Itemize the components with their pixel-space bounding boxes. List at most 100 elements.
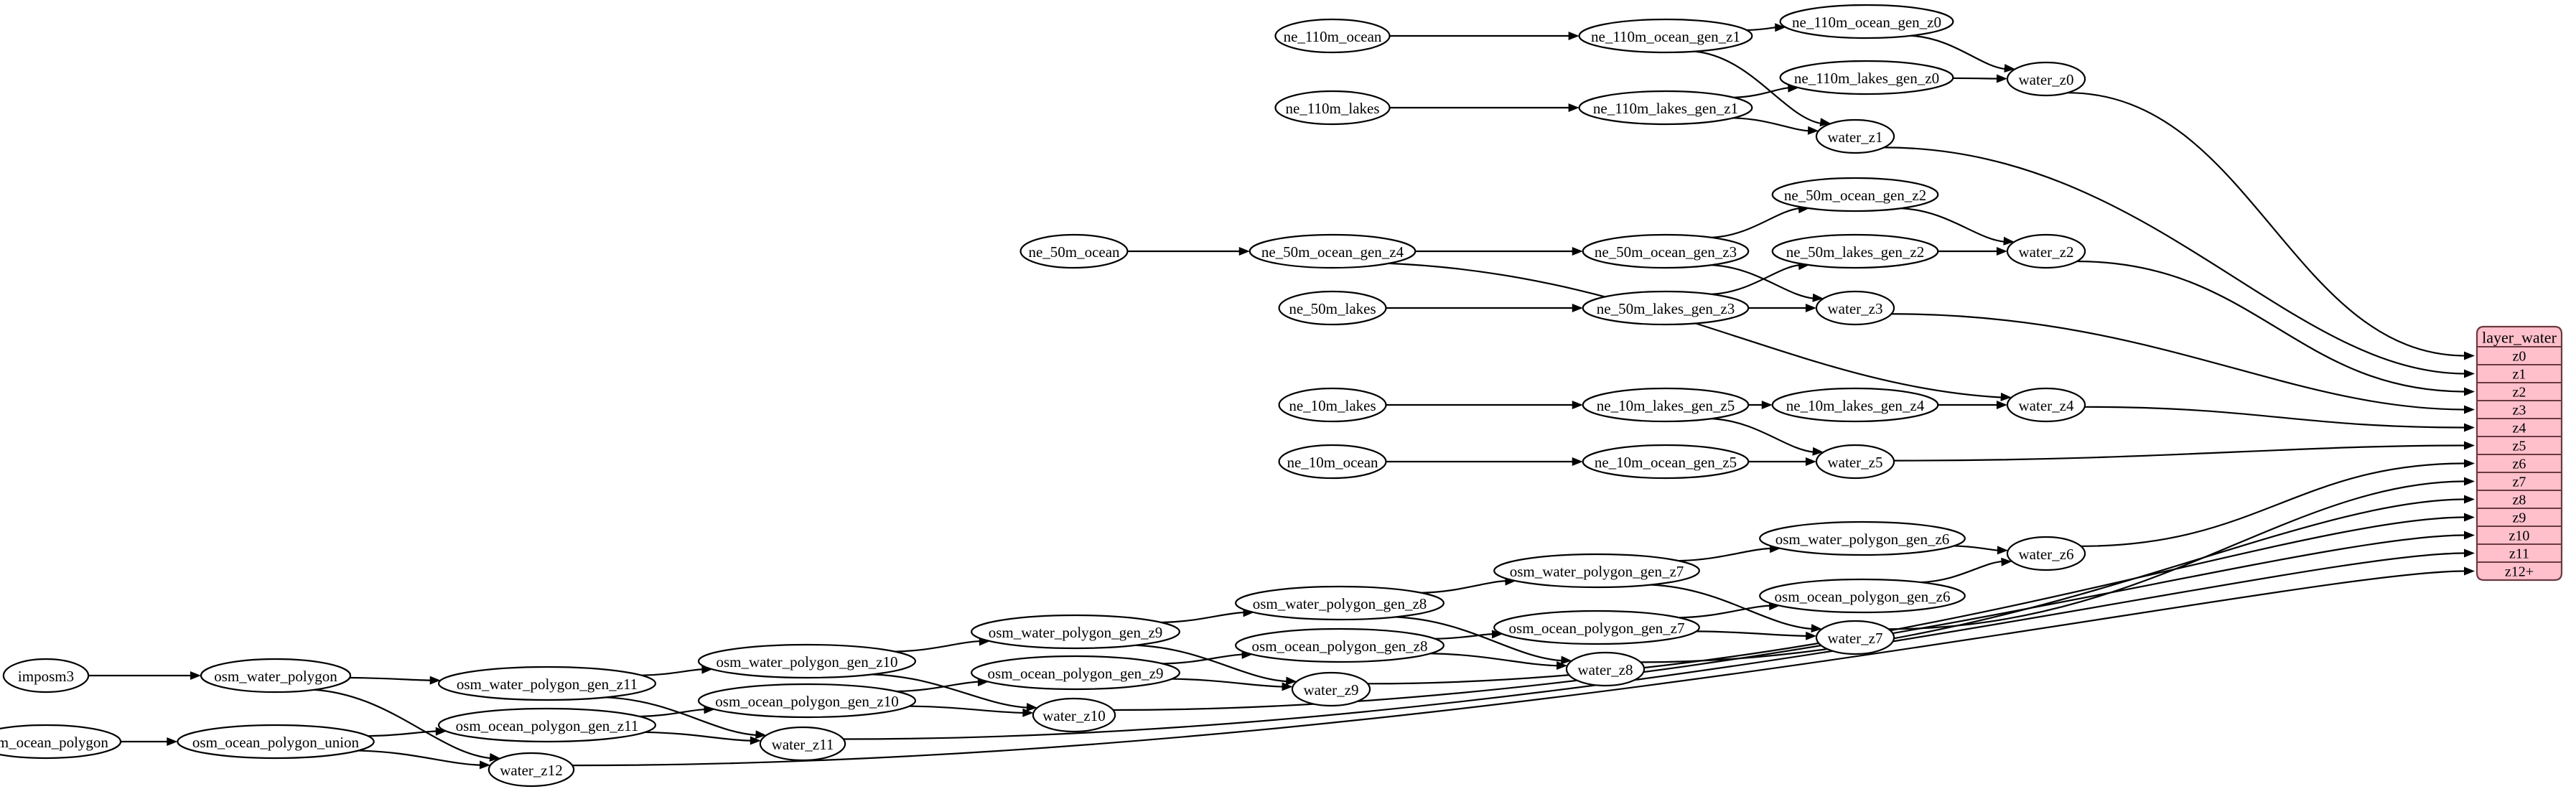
node-ne_50m_lakes_gen_z2[interactable]: ne_50m_lakes_gen_z2 (1771, 233, 1939, 269)
node-shape (971, 655, 1180, 691)
edge-ne_110m_ocean_gen_z1-to-water_z1 (1694, 50, 1822, 125)
node-ne_50m_ocean_gen_z2[interactable]: ne_50m_ocean_gen_z2 (1771, 177, 1939, 213)
node-osm_water_polygon_gen_z6[interactable]: osm_water_polygon_gen_z6 (1759, 520, 1966, 556)
edge-arrowhead (1807, 126, 1819, 135)
node-label: osm_ocean_polygon_gen_z11 (456, 717, 639, 734)
node-osm_ocean_polygon_gen_z9[interactable]: osm_ocean_polygon_gen_z9 (971, 655, 1180, 691)
node-shape (2, 658, 90, 694)
edge-arrowhead (1761, 401, 1773, 409)
table-row-z0[interactable]: z0 (2513, 349, 2526, 365)
node-ne_50m_ocean_gen_z3[interactable]: ne_50m_ocean_gen_z3 (1582, 233, 1750, 269)
node-ne_10m_lakes_gen_z4[interactable]: ne_10m_lakes_gen_z4 (1771, 387, 1939, 423)
edge-arrowhead (1022, 708, 1034, 717)
table-row-z11[interactable]: z11 (2509, 546, 2529, 562)
table-row-z7[interactable]: z7 (2513, 475, 2526, 490)
node-osm_water_polygon_gen_z8[interactable]: osm_water_polygon_gen_z8 (1235, 585, 1445, 621)
node-ne_10m_ocean[interactable]: ne_10m_ocean (1278, 444, 1387, 480)
table-row-z12plus[interactable]: z12+ (2505, 564, 2534, 580)
table-row-z4[interactable]: z4 (2513, 421, 2526, 436)
node-water_z8[interactable]: water_z8 (1565, 651, 1646, 687)
node-imposm3[interactable]: imposm3 (2, 658, 90, 694)
node-ne_110m_lakes[interactable]: ne_110m_lakes (1274, 90, 1391, 126)
edge-arrowhead (1996, 401, 2007, 409)
node-shape (1278, 387, 1387, 423)
node-osm_ocean_polygon_gen_z7[interactable]: osm_ocean_polygon_gen_z7 (1493, 610, 1700, 645)
table-row-z3[interactable]: z3 (2513, 403, 2526, 419)
node-osm_ocean_polygon_union[interactable]: osm_ocean_polygon_union (177, 724, 375, 760)
node-ne_10m_lakes_gen_z5[interactable]: ne_10m_lakes_gen_z5 (1582, 387, 1750, 423)
edge-ne_50m_ocean_gen_z4-to-water_z4 (1389, 262, 2002, 398)
table-row-z2[interactable]: z2 (2513, 385, 2526, 401)
edge-water_z1-to-layer_water-z1 (1884, 146, 2466, 375)
edge-arrowhead (1819, 118, 1831, 127)
edge-osm_ocean_polygon_gen_z10-to-osm_ocean_polygon_gen_z9 (896, 681, 979, 693)
node-osm_ocean_polygon_gen_z8[interactable]: osm_ocean_polygon_gen_z8 (1235, 627, 1445, 663)
node-osm_water_polygon_gen_z10[interactable]: osm_water_polygon_gen_z10 (697, 643, 917, 679)
node-shape (1582, 387, 1750, 423)
node-water_z6[interactable]: water_z6 (2006, 536, 2086, 571)
node-water_z5[interactable]: water_z5 (1815, 444, 1895, 480)
node-water_z0[interactable]: water_z0 (2006, 61, 2086, 97)
edge-osm_ocean_polygon_gen_z11-to-water_z11 (645, 731, 752, 742)
edge-water_z8-to-layer_water-z8 (1641, 498, 2466, 663)
node-shape (697, 683, 917, 719)
node-shape (697, 643, 917, 679)
node-ne_10m_ocean_gen_z5[interactable]: ne_10m_ocean_gen_z5 (1582, 444, 1750, 480)
node-osm_ocean_polygon[interactable]: osm_ocean_polygon (0, 724, 122, 760)
node-shape (1582, 233, 1750, 269)
node-osm_water_polygon_gen_z7[interactable]: osm_water_polygon_gen_z7 (1493, 553, 1700, 589)
node-water_z2[interactable]: water_z2 (2006, 233, 2086, 269)
node-osm_ocean_polygon_gen_z6[interactable]: osm_ocean_polygon_gen_z6 (1759, 578, 1966, 614)
node-shape (1578, 18, 1753, 54)
node-ne_110m_ocean[interactable]: ne_110m_ocean (1274, 18, 1391, 54)
node-osm_water_polygon_gen_z9[interactable]: osm_water_polygon_gen_z9 (971, 614, 1180, 650)
table-row-z9[interactable]: z9 (2513, 510, 2526, 526)
table-row-z1[interactable]: z1 (2513, 367, 2526, 383)
node-ne_110m_ocean_gen_z1[interactable]: ne_110m_ocean_gen_z1 (1578, 18, 1753, 54)
node-osm_water_polygon[interactable]: osm_water_polygon (200, 658, 352, 694)
node-label: water_z1 (1828, 129, 1883, 146)
table-row-z8[interactable]: z8 (2513, 492, 2526, 508)
node-label: water_z8 (1578, 661, 1633, 678)
node-shape (1274, 18, 1391, 54)
table-row-z10[interactable]: z10 (2509, 528, 2530, 544)
node-ne_50m_lakes_gen_z3[interactable]: ne_50m_lakes_gen_z3 (1582, 290, 1750, 326)
node-shape (1815, 444, 1895, 480)
node-shape (1771, 233, 1939, 269)
node-ne_50m_lakes[interactable]: ne_50m_lakes (1278, 290, 1387, 326)
node-water_z3[interactable]: water_z3 (1815, 290, 1895, 326)
node-osm_ocean_polygon_gen_z11[interactable]: osm_ocean_polygon_gen_z11 (437, 707, 657, 743)
node-water_z11[interactable]: water_z11 (759, 726, 846, 762)
node-ne_50m_ocean[interactable]: ne_50m_ocean (1019, 233, 1129, 269)
edge-ne_110m_lakes_gen_z1-to-water_z1 (1733, 117, 1810, 132)
edge-arrowhead (1568, 32, 1579, 40)
node-label: water_z4 (2019, 397, 2074, 414)
node-water_z10[interactable]: water_z10 (1032, 697, 1116, 733)
node-shape (1493, 610, 1700, 645)
node-ne_110m_ocean_gen_z0[interactable]: ne_110m_ocean_gen_z0 (1779, 4, 1954, 39)
node-water_z7[interactable]: water_z7 (1815, 620, 1895, 655)
node-ne_50m_ocean_gen_z4[interactable]: ne_50m_ocean_gen_z4 (1249, 233, 1417, 269)
layer-water-table[interactable]: layer_water z0 z1 z2 z3 z4 z5 z6 z7 z8 z9 z10 z11 z12… (2475, 325, 2563, 582)
node-water_z1[interactable]: water_z1 (1815, 118, 1895, 154)
node-ne_110m_lakes_gen_z1[interactable]: ne_110m_lakes_gen_z1 (1578, 90, 1753, 126)
node-shape (1582, 444, 1750, 480)
node-label: osm_ocean_polygon (0, 734, 108, 751)
node-water_z9[interactable]: water_z9 (1291, 671, 1371, 707)
node-water_z12[interactable]: water_z12 (487, 752, 575, 788)
node-ne_110m_lakes_gen_z0[interactable]: ne_110m_lakes_gen_z0 (1779, 60, 1954, 95)
node-label: ne_110m_lakes (1285, 100, 1379, 117)
table-row-z5[interactable]: z5 (2513, 439, 2526, 454)
table-title: layer_water (2482, 329, 2557, 347)
node-ne_10m_lakes[interactable]: ne_10m_lakes (1278, 387, 1387, 423)
node-water_z4[interactable]: water_z4 (2006, 387, 2086, 423)
node-shape (0, 724, 122, 760)
node-label: ne_110m_ocean_gen_z1 (1591, 28, 1740, 45)
edge-arrowhead (1561, 655, 1572, 665)
node-osm_ocean_polygon_gen_z10[interactable]: osm_ocean_polygon_gen_z10 (697, 683, 917, 719)
table-row-z6[interactable]: z6 (2513, 457, 2526, 472)
edge-water_z10-to-layer_water-z10 (1113, 534, 2466, 711)
edge-water_z3-to-layer_water-z3 (1891, 313, 2466, 411)
edge-osm_ocean_polygon_gen_z6-to-water_z6 (1921, 560, 2003, 584)
node-osm_water_polygon_gen_z11[interactable]: osm_water_polygon_gen_z11 (437, 666, 657, 701)
